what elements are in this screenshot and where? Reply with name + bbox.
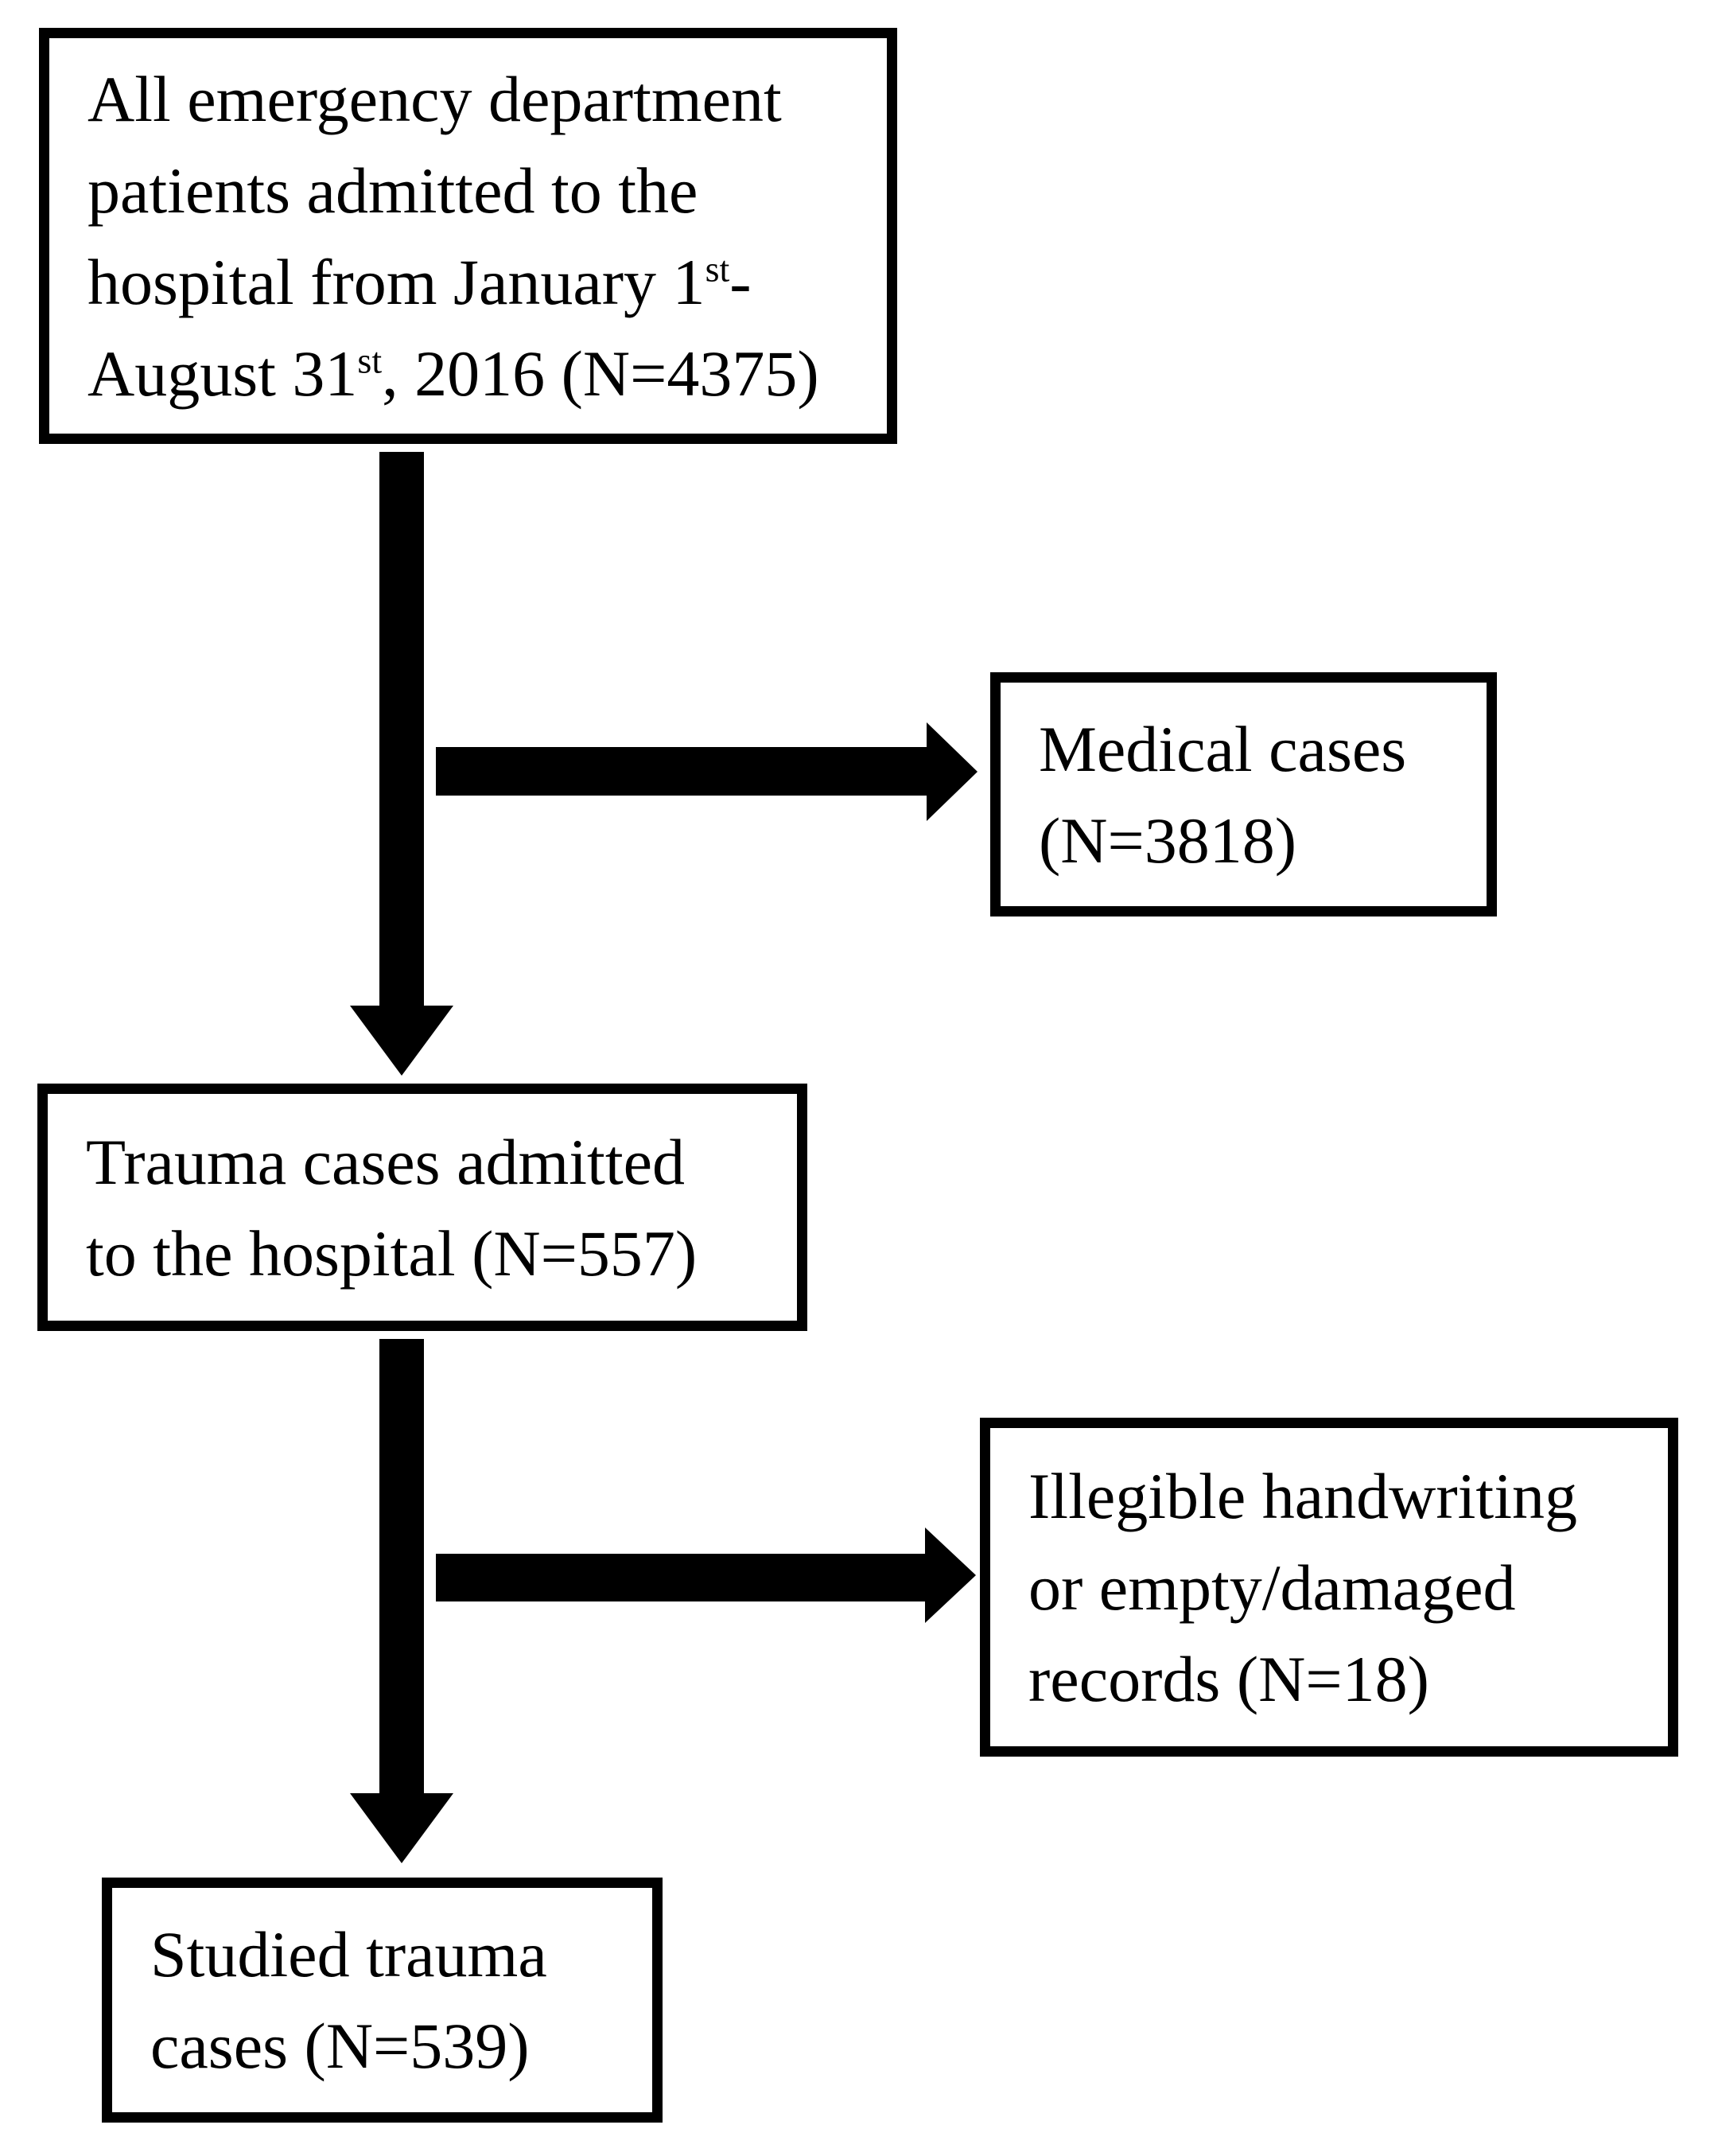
text-line: Medical cases bbox=[1039, 703, 1471, 795]
text-segment: to the hospital (N=557) bbox=[86, 1216, 698, 1290]
text-line: Studied trauma bbox=[150, 1909, 636, 2000]
text-line: records (N=18) bbox=[1028, 1633, 1652, 1725]
text-segment: hospital from January 1 bbox=[87, 245, 705, 318]
text-segment: Studied trauma bbox=[150, 1918, 547, 1991]
text-segment: cases (N=539) bbox=[150, 2010, 530, 2082]
text-line: patients admitted to the bbox=[87, 145, 871, 236]
text-segment: records (N=18) bbox=[1028, 1642, 1429, 1715]
arrow-branch-to-medical-shaft bbox=[436, 747, 927, 796]
text-segment: , 2016 (N=4375) bbox=[382, 337, 819, 410]
text-segment: patients admitted to the bbox=[87, 154, 698, 227]
box-illegible-records: Illegible handwriting or empty/damaged rec… bbox=[980, 1418, 1678, 1757]
arrow-branch-to-medical-arrowhead-icon bbox=[927, 722, 978, 821]
text-segment: August 31 bbox=[87, 337, 358, 410]
text-line: All emergency department bbox=[87, 53, 871, 145]
box-studied-trauma-cases: Studied trauma cases (N=539) bbox=[102, 1878, 663, 2123]
text-segment: or empty/damaged bbox=[1028, 1551, 1516, 1624]
box-medical-cases: Medical cases (N=3818) bbox=[990, 672, 1497, 916]
text-segment: Medical cases bbox=[1039, 712, 1407, 785]
text-segment: All emergency department bbox=[87, 62, 782, 135]
text-segment: Trauma cases admitted bbox=[86, 1125, 686, 1198]
text-line: Trauma cases admitted bbox=[86, 1116, 781, 1208]
text-segment: Illegible handwriting bbox=[1028, 1459, 1577, 1532]
arrow-branch-to-illegible-arrowhead-icon bbox=[925, 1527, 976, 1623]
box-ed-patients: All emergency department patients admitte… bbox=[39, 28, 897, 444]
text-segment: (N=3818) bbox=[1039, 804, 1297, 877]
superscript-text: st bbox=[357, 340, 383, 381]
text-line: cases (N=539) bbox=[150, 2000, 636, 2092]
arrow-trauma-to-studied-arrowhead-icon bbox=[350, 1793, 453, 1863]
text-line: (N=3818) bbox=[1039, 795, 1471, 886]
arrow-trauma-to-studied-shaft bbox=[379, 1339, 424, 1794]
text-line: hospital from January 1st- bbox=[87, 236, 871, 328]
arrow-branch-to-illegible-shaft bbox=[436, 1554, 926, 1601]
text-line: to the hospital (N=557) bbox=[86, 1208, 781, 1299]
superscript-text: st bbox=[705, 248, 730, 290]
text-line: August 31st, 2016 (N=4375) bbox=[87, 328, 871, 419]
text-line: or empty/damaged bbox=[1028, 1542, 1652, 1633]
arrow-ed-to-trauma-shaft bbox=[379, 452, 424, 1006]
text-segment: - bbox=[729, 245, 752, 318]
box-trauma-cases: Trauma cases admitted to the hospital (N=… bbox=[37, 1084, 807, 1331]
arrow-ed-to-trauma-arrowhead-icon bbox=[350, 1006, 453, 1076]
text-line: Illegible handwriting bbox=[1028, 1450, 1652, 1542]
